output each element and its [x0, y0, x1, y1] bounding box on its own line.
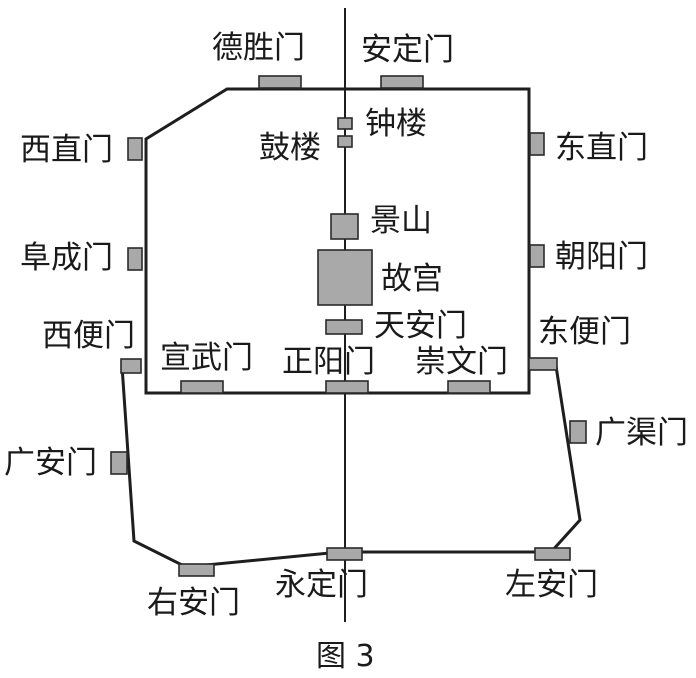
label-youanmen: 右安门	[147, 585, 240, 621]
chongwenmen-gate	[447, 380, 491, 394]
label-yongdingmen: 永定门	[275, 567, 368, 603]
label-zhengyangmen: 正阳门	[282, 344, 375, 380]
outer-city-wall	[120, 364, 582, 569]
label-fuchengmen: 阜成门	[20, 240, 113, 276]
gugong-mark	[317, 249, 373, 306]
fuchengmen-gate	[127, 247, 143, 271]
figure-caption: 图 3	[316, 639, 375, 674]
xibianmen-gate	[120, 358, 142, 374]
zhengyangmen-gate	[325, 380, 369, 394]
label-gulou: 鼓楼	[259, 130, 321, 166]
label-deshengmen: 德胜门	[212, 30, 305, 66]
dongbianmen-gate	[528, 357, 558, 371]
label-jingshan: 景山	[370, 203, 432, 239]
label-xibianmen: 西便门	[42, 318, 135, 354]
andingmen-gate	[380, 75, 424, 89]
gulou-mark	[337, 135, 353, 148]
chaoyangmen-gate	[529, 244, 545, 268]
guangqumen-gate	[569, 420, 587, 444]
deshengmen-gate	[258, 75, 302, 89]
label-tiananmen: 天安门	[374, 308, 467, 344]
xizhimen-gate	[127, 137, 143, 161]
label-guangqumen: 广渠门	[595, 415, 688, 451]
zhonglou-mark	[337, 117, 353, 130]
tiananmen-gate	[325, 319, 363, 335]
label-xuanwumen: 宣武门	[160, 340, 253, 376]
label-chongwenmen: 崇文门	[415, 344, 508, 380]
xuanwumen-gate	[180, 380, 224, 394]
label-zuoanmen: 左安门	[505, 567, 598, 603]
label-chaoyangmen: 朝阳门	[555, 239, 648, 275]
label-andingmen: 安定门	[361, 32, 454, 68]
label-xizhimen: 西直门	[20, 132, 113, 168]
yongdingmen-gate	[326, 547, 363, 561]
label-dongzhimen: 东直门	[555, 130, 648, 166]
jingshan-mark	[330, 213, 359, 240]
label-zhonglou: 钟楼	[365, 106, 427, 142]
zuoanmen-gate	[534, 547, 571, 561]
youanmen-gate	[178, 563, 215, 577]
label-gugong: 故宫	[381, 261, 443, 297]
guanganmen-gate	[110, 451, 128, 475]
dongzhimen-gate	[529, 132, 545, 156]
label-dongbianmen: 东便门	[538, 314, 631, 350]
label-guanganmen: 广安门	[4, 445, 97, 481]
